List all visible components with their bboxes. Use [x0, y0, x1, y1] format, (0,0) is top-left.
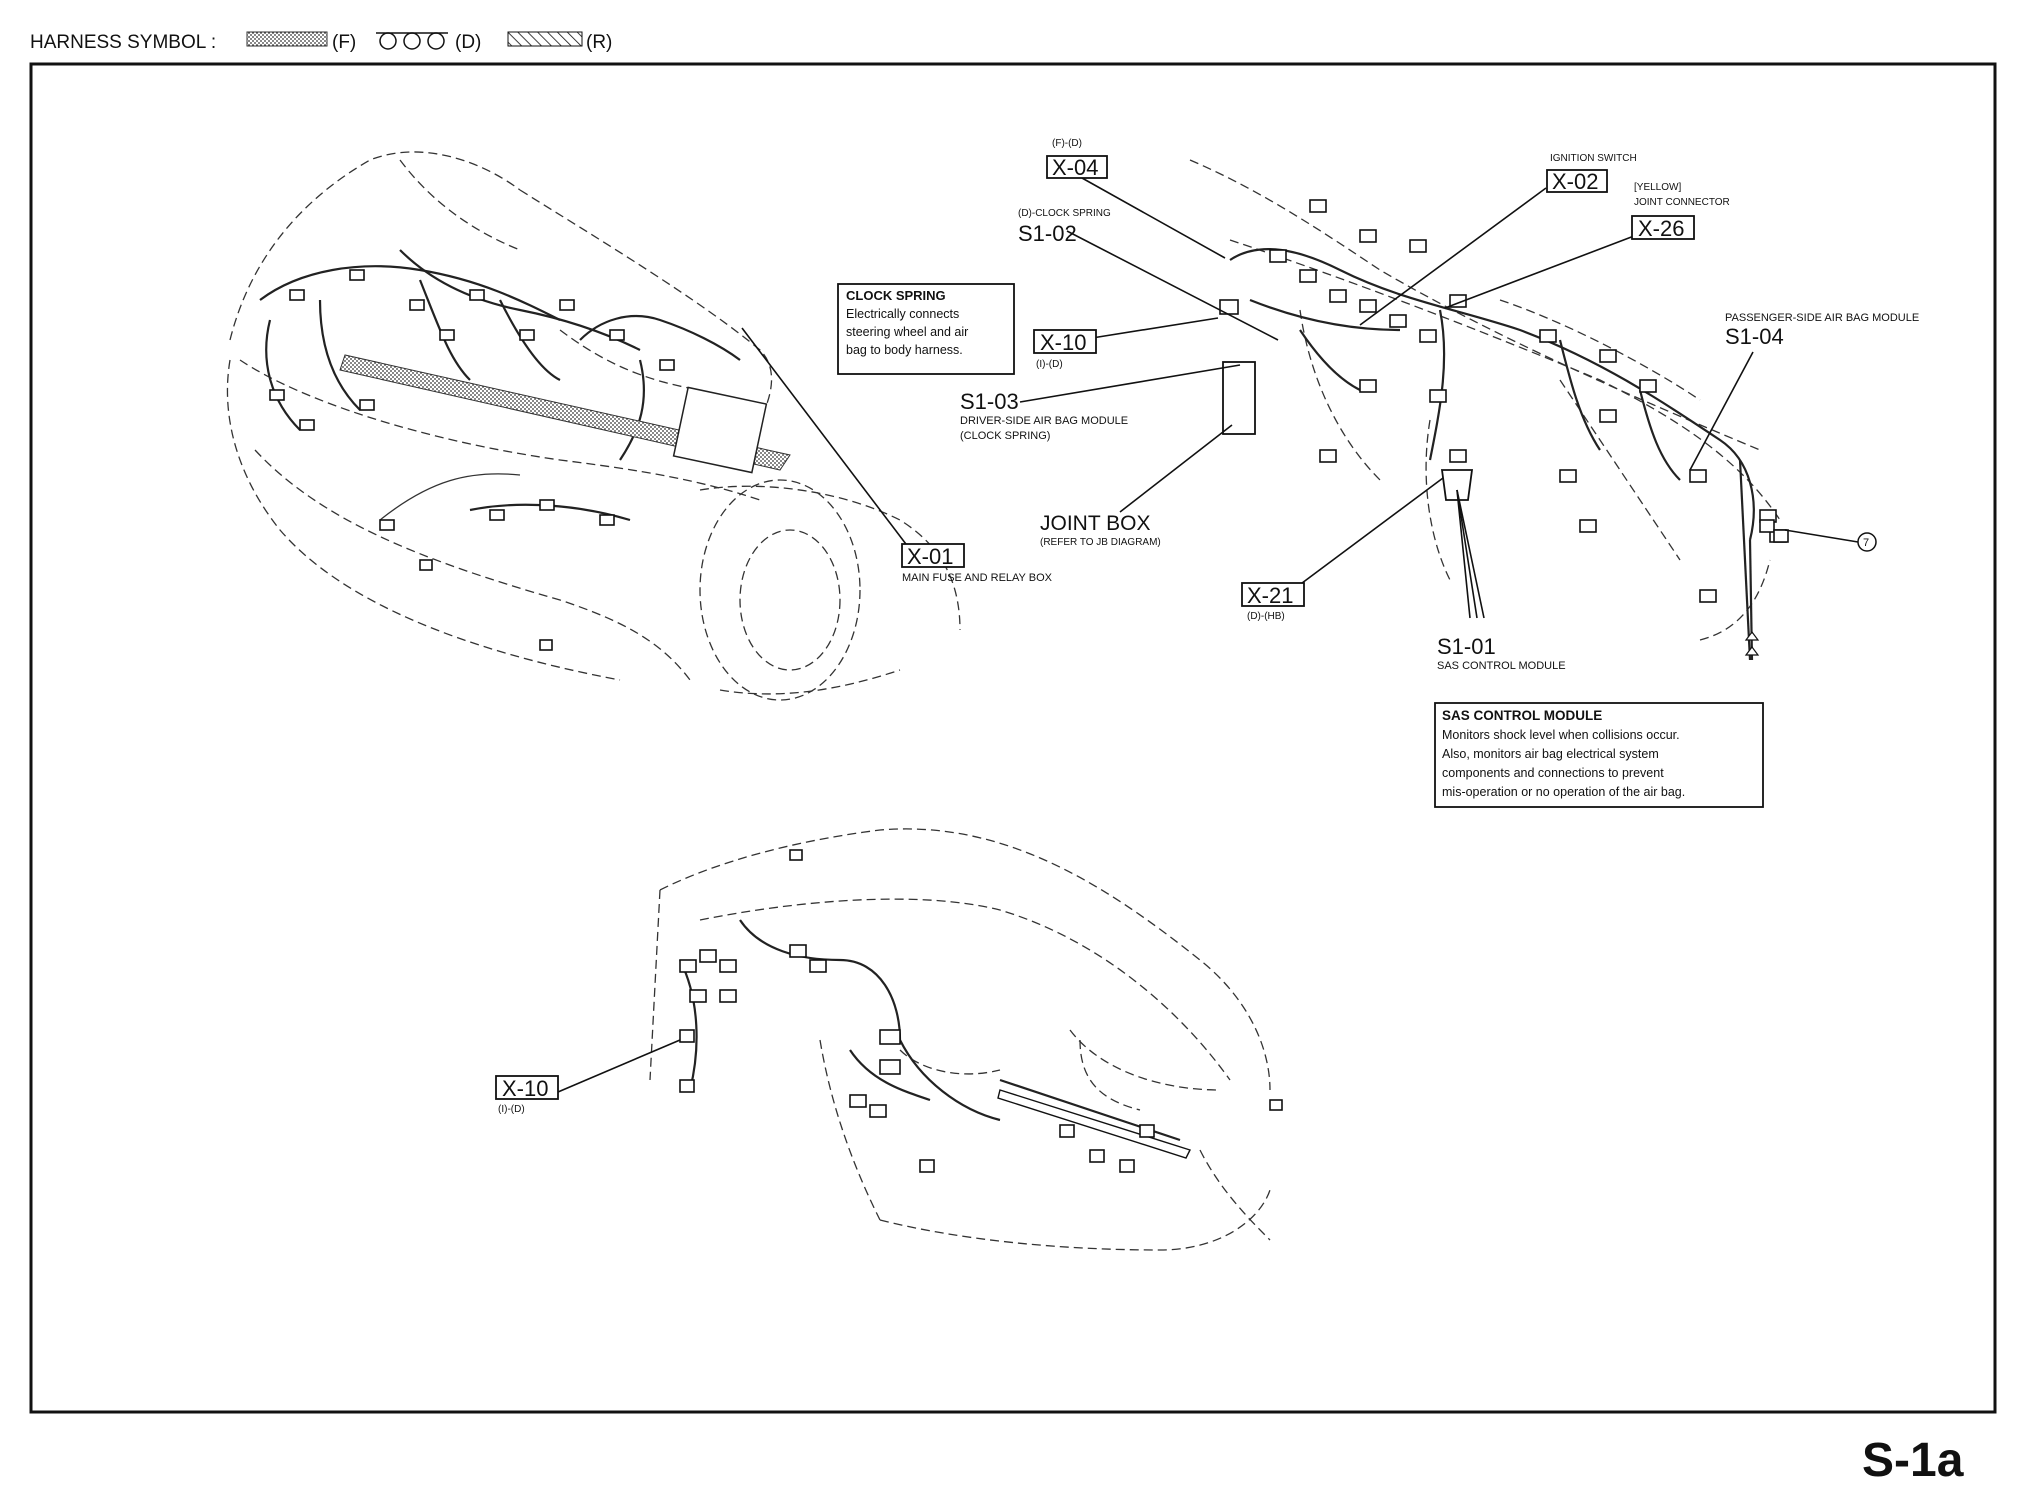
callout-x04: (F)-(D) X-04	[1046, 138, 1108, 180]
x26-code: X-26	[1638, 216, 1684, 241]
x02-note: IGNITION SWITCH	[1550, 153, 1637, 164]
s103-code: S1-03	[960, 389, 1019, 414]
hatched-band-icon	[507, 31, 583, 47]
legend-code-r: (R)	[586, 32, 612, 53]
diagram-frame	[29, 62, 1997, 1414]
info-box-clock-spring: CLOCK SPRING Electrically connects steer…	[837, 283, 1015, 375]
legend-code-d: (D)	[455, 32, 481, 53]
callout-x02: IGNITION SWITCH X-02	[1546, 153, 1637, 194]
s102-note: (D)-CLOCK SPRING	[1018, 208, 1111, 219]
callout-s104: PASSENGER-SIDE AIR BAG MODULE S1-04	[1725, 312, 1919, 349]
sas-line-3: components and connections to prevent	[1442, 766, 1664, 780]
callout-x10-bottom: X-10 (I)-(D)	[495, 1075, 559, 1115]
clock-spring-title: CLOCK SPRING	[846, 288, 946, 303]
s101-note: SAS CONTROL MODULE	[1437, 660, 1566, 672]
callout-x10-top: X-10 (I)-(D)	[1033, 329, 1097, 370]
leader-lines	[557, 177, 1859, 1093]
ground-point-7: 7	[1857, 532, 1877, 552]
sas-line-2: Also, monitors air bag electrical system	[1442, 747, 1659, 761]
callout-s102: (D)-CLOCK SPRING S1-02	[1018, 208, 1111, 246]
joint-box-note: (REFER TO JB DIAGRAM)	[1040, 537, 1161, 548]
x01-code: X-01	[907, 544, 953, 569]
joint-box-label: JOINT BOX	[1040, 512, 1150, 535]
harness-symbol-label: HARNESS SYMBOL :	[30, 32, 216, 53]
callout-s101: S1-01 SAS CONTROL MODULE	[1437, 634, 1566, 672]
callout-x26: [YELLOW] JOINT CONNECTOR X-26	[1631, 182, 1730, 241]
joint-box-body	[1222, 361, 1256, 435]
sas-module-body	[1440, 469, 1474, 501]
x02-code: X-02	[1552, 169, 1598, 194]
s104-code: S1-04	[1725, 324, 1784, 349]
clock-spring-line-3: bag to body harness.	[846, 343, 963, 357]
page-number: S-1a	[1862, 1434, 1964, 1487]
dashboard-lower-illustration	[649, 828, 1283, 1251]
sas-line-1: Monitors shock level when collisions occ…	[1442, 728, 1680, 742]
dashboard-upper-illustration	[1189, 159, 1789, 661]
x10-bottom-code: X-10	[502, 1076, 548, 1101]
x04-note: (F)-(D)	[1052, 138, 1082, 149]
ground-label: 7	[1863, 537, 1869, 549]
sas-title: SAS CONTROL MODULE	[1442, 708, 1602, 723]
ground-icon	[1857, 532, 1877, 552]
x10-top-note: (I)-(D)	[1036, 359, 1063, 370]
x26-note-color: [YELLOW]	[1634, 182, 1681, 193]
x04-code: X-04	[1052, 155, 1098, 180]
x21-code: X-21	[1247, 583, 1293, 608]
legend-code-f: (F)	[332, 32, 356, 53]
harness-legend: HARNESS SYMBOL : (F) (D) (R)	[30, 31, 612, 53]
x26-note: JOINT CONNECTOR	[1634, 197, 1730, 208]
circles-band-icon	[376, 32, 448, 50]
dotted-band-icon	[246, 31, 328, 47]
s102-code: S1-02	[1018, 221, 1077, 246]
sas-line-4: mis-operation or no operation of the air…	[1442, 785, 1685, 799]
s103-note-sub: (CLOCK SPRING)	[960, 430, 1050, 442]
x10-bottom-note: (I)-(D)	[498, 1104, 525, 1115]
s101-code: S1-01	[1437, 634, 1496, 659]
x21-note: (D)-(HB)	[1247, 611, 1285, 622]
callout-joint-box: JOINT BOX (REFER TO JB DIAGRAM)	[1040, 512, 1161, 548]
callout-x21: X-21 (D)-(HB)	[1241, 582, 1305, 622]
callout-s103: S1-03 DRIVER-SIDE AIR BAG MODULE (CLOCK …	[960, 389, 1128, 442]
info-box-sas-module: SAS CONTROL MODULE Monitors shock level …	[1434, 702, 1764, 808]
x10-top-code: X-10	[1040, 330, 1086, 355]
front-car-illustration	[226, 151, 961, 701]
clock-spring-line-2: steering wheel and air	[846, 325, 968, 339]
x01-note: MAIN FUSE AND RELAY BOX	[902, 572, 1053, 584]
clock-spring-line-1: Electrically connects	[846, 307, 959, 321]
callout-x01: X-01 MAIN FUSE AND RELAY BOX	[901, 543, 1053, 584]
s103-note: DRIVER-SIDE AIR BAG MODULE	[960, 415, 1128, 427]
s104-note: PASSENGER-SIDE AIR BAG MODULE	[1725, 312, 1919, 324]
